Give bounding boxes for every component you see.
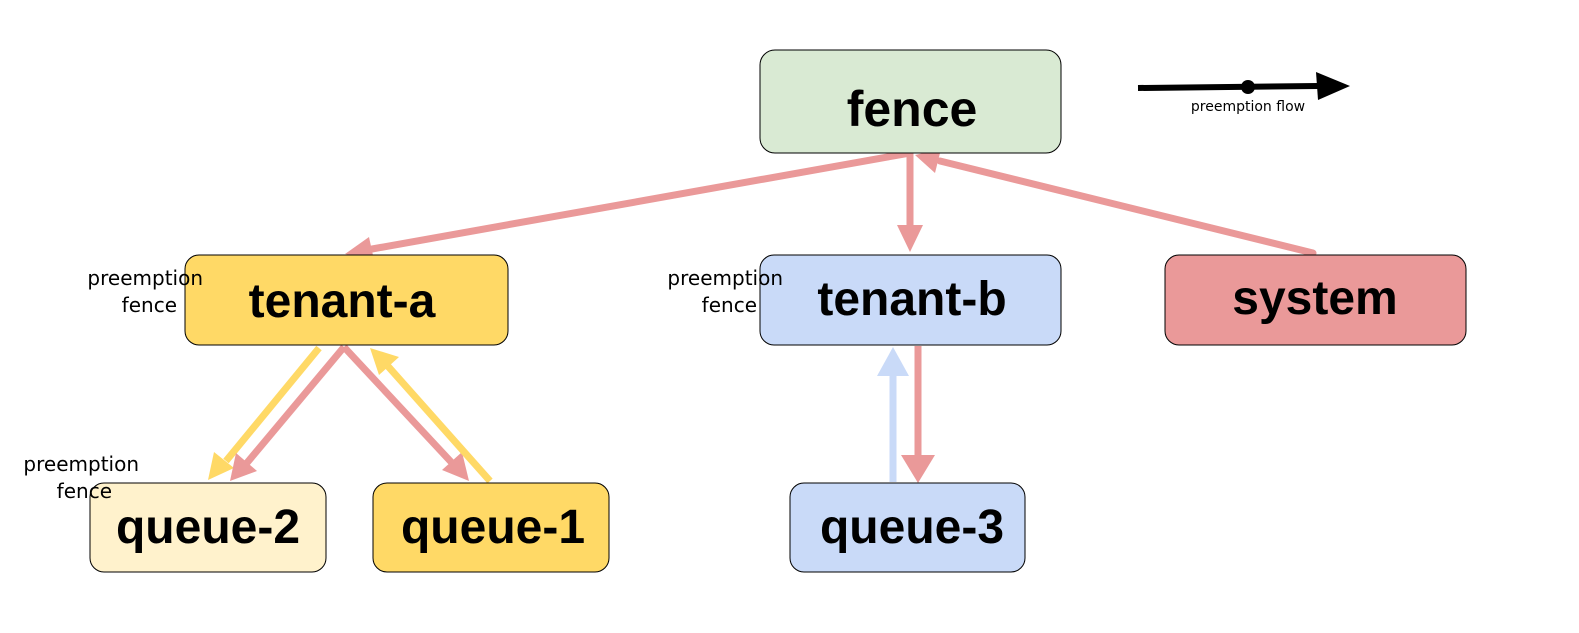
node-system-label: system: [1232, 272, 1397, 325]
fence-note-tenant-b: preemption fence: [667, 266, 783, 317]
node-system[interactable]: system: [1164, 254, 1467, 346]
edge-queue-3-to-tenant-b-blue: [877, 347, 909, 482]
node-queue-1-label: queue-1: [401, 501, 585, 554]
legend-arrow: [1137, 72, 1350, 100]
legend-label: preemption flow: [1191, 99, 1305, 115]
node-queue-3-label: queue-3: [820, 501, 1004, 554]
node-fence[interactable]: fence: [759, 49, 1062, 154]
node-tenant-a-label: tenant-a: [249, 275, 436, 328]
edge-fence-to-tenant-b: [897, 153, 923, 252]
node-queue-1[interactable]: queue-1: [372, 482, 610, 573]
fence-note-queue-2-line1: preemption: [23, 452, 139, 476]
edges: [208, 149, 1317, 484]
edge-queue-1-to-tenant-a-yellow: [370, 348, 493, 484]
node-queue-2-label: queue-2: [116, 501, 300, 554]
node-fence-label: fence: [847, 81, 978, 137]
fence-note-queue-2-line2: fence: [57, 479, 112, 503]
edge-tenant-b-to-queue-3-red: [901, 346, 935, 483]
fence-note-tenant-b-line2: fence: [702, 293, 757, 317]
node-tenant-b[interactable]: tenant-b: [759, 254, 1062, 346]
fence-note-queue-2: preemption fence: [23, 452, 139, 503]
edge-system-to-fence: [915, 149, 1317, 257]
node-tenant-b-label: tenant-b: [817, 273, 1006, 326]
fence-note-tenant-b-line1: preemption: [667, 266, 783, 290]
node-tenant-a[interactable]: tenant-a: [184, 254, 509, 346]
edge-tenant-a-to-queue-2-red: [230, 344, 347, 481]
fence-note-tenant-a-line2: fence: [122, 293, 177, 317]
node-queue-2[interactable]: queue-2: [89, 482, 327, 573]
fence-note-tenant-a: preemption fence: [87, 266, 203, 317]
edge-tenant-a-to-queue-1-red: [341, 344, 469, 481]
node-queue-3[interactable]: queue-3: [789, 482, 1026, 573]
fence-note-tenant-a-line1: preemption: [87, 266, 203, 290]
legend: preemption flow: [1137, 72, 1350, 115]
edge-tenant-a-to-queue-2-yellow: [208, 345, 322, 480]
edge-fence-to-tenant-a: [345, 149, 914, 260]
